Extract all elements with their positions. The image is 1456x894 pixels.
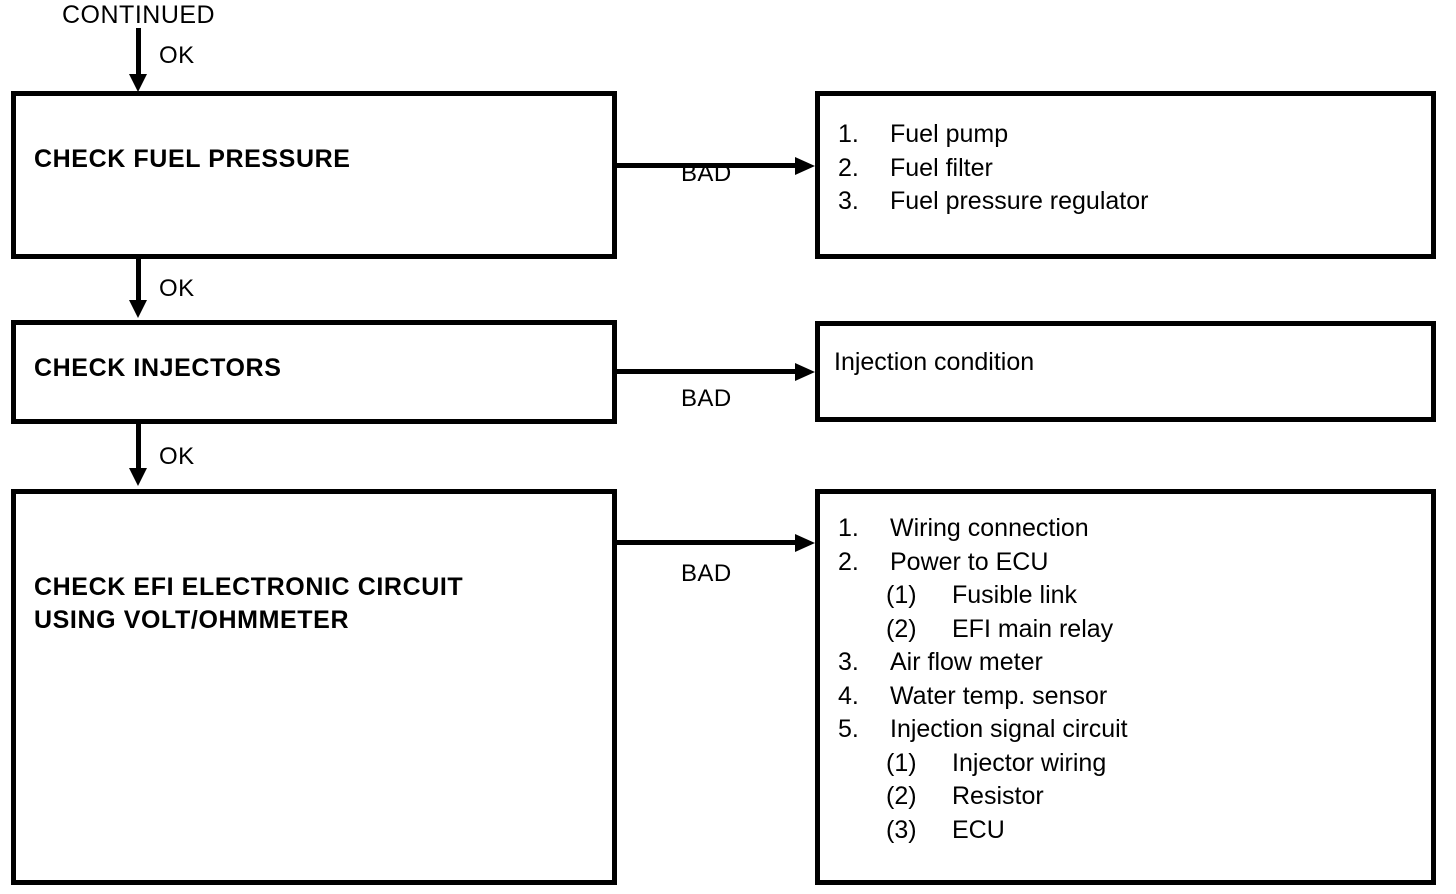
- step-box-check-efi-electronic-circuit[interactable]: CHECK EFI ELECTRONIC CIRCUIT USING VOLT/…: [11, 489, 617, 885]
- list-item-text: Fuel pressure regulator: [890, 187, 1149, 215]
- list-item-marker: (1): [886, 748, 917, 777]
- list-item: Injection condition: [834, 346, 1034, 380]
- bad-label-1: BAD: [681, 160, 732, 187]
- continued-label: CONTINUED: [62, 1, 216, 29]
- step-heading-check-efi-electronic-circuit: CHECK EFI ELECTRONIC CIRCUIT USING VOLT/…: [34, 573, 464, 634]
- ok-arrowhead-icon-1: [129, 300, 147, 318]
- list-item-text: EFI main relay: [952, 614, 1114, 643]
- entry-ok-label: OK: [159, 42, 195, 69]
- list-item-marker: 3.: [838, 187, 859, 215]
- ok-label-2: OK: [159, 443, 195, 470]
- list-item: 5. Injection signal circuit: [838, 713, 1128, 747]
- list-item-text: Injection signal circuit: [890, 715, 1128, 743]
- list-item-marker: (1): [886, 581, 917, 609]
- bad-arrowhead-icon-3: [795, 534, 815, 552]
- bad-label-3: BAD: [681, 560, 732, 587]
- list-item-marker: 1.: [838, 120, 859, 148]
- list-item: 3. Air flow meter: [838, 646, 1128, 680]
- step-box-check-fuel-pressure[interactable]: CHECK FUEL PRESSURE: [11, 91, 617, 259]
- entry-arrowhead-icon: [129, 74, 147, 92]
- ok-label-1: OK: [159, 275, 195, 302]
- bad-arrowhead-icon-2: [795, 363, 815, 381]
- step-heading-check-injectors: CHECK INJECTORS: [34, 354, 282, 382]
- list-item: 2. Fuel filter: [838, 152, 1148, 186]
- list-item: 1. Wiring connection: [838, 512, 1128, 546]
- list-item: (1) Fusible link: [838, 579, 1128, 613]
- list-item-text: Power to ECU: [890, 547, 1049, 576]
- list-item-text: Fuel pump: [890, 120, 1009, 148]
- result-box-injector-causes[interactable]: Injection condition: [815, 321, 1436, 422]
- list-item-marker: (3): [886, 815, 917, 844]
- list-item-marker: 2.: [838, 153, 859, 182]
- list-item-marker: 5.: [838, 715, 859, 743]
- bad-connector-line-1: [617, 163, 799, 168]
- list-item-text: Air flow meter: [890, 648, 1043, 676]
- list-item-marker: 3.: [838, 648, 859, 676]
- list-item-text: Fusible link: [952, 581, 1078, 609]
- entry-connector-line: [136, 28, 141, 78]
- list-item-text: Fuel filter: [890, 153, 993, 182]
- result-list-fuel-pressure-causes: 1. Fuel pump 2. Fuel filter 3. Fuel pres…: [838, 118, 1148, 219]
- list-item: (3) ECU: [838, 814, 1128, 848]
- list-item-marker: (2): [886, 782, 917, 810]
- list-item: (2) Resistor: [838, 780, 1128, 814]
- result-list-injector-causes: Injection condition: [834, 346, 1034, 380]
- list-item-text: Injector wiring: [952, 748, 1107, 777]
- step-box-check-injectors[interactable]: CHECK INJECTORS: [11, 320, 617, 424]
- ok-connector-line-2: [136, 424, 141, 471]
- list-item: (1) Injector wiring: [838, 747, 1128, 781]
- bad-arrowhead-icon-1: [795, 157, 815, 175]
- list-item: 1. Fuel pump: [838, 118, 1148, 152]
- list-item-marker: 1.: [838, 514, 859, 542]
- list-item-marker: 4.: [838, 681, 859, 710]
- result-list-efi-circuit-causes: 1. Wiring connection 2. Power to ECU (1)…: [838, 512, 1128, 847]
- list-item: (2) EFI main relay: [838, 613, 1128, 647]
- result-box-fuel-pressure-causes[interactable]: 1. Fuel pump 2. Fuel filter 3. Fuel pres…: [815, 91, 1436, 259]
- list-item-text: Resistor: [952, 782, 1044, 810]
- ok-connector-line-1: [136, 259, 141, 304]
- list-item: 3. Fuel pressure regulator: [838, 185, 1148, 219]
- list-item-marker: (2): [886, 614, 917, 643]
- list-item: 4. Water temp. sensor: [838, 680, 1128, 714]
- list-item-marker: 2.: [838, 547, 859, 576]
- bad-connector-line-3: [617, 540, 799, 545]
- bad-connector-line-2: [617, 369, 799, 374]
- list-item-text: Injection condition: [834, 348, 1035, 376]
- list-item: 2. Power to ECU: [838, 546, 1128, 580]
- list-item-text: Wiring connection: [890, 514, 1089, 542]
- result-box-efi-circuit-causes[interactable]: 1. Wiring connection 2. Power to ECU (1)…: [815, 489, 1436, 885]
- ok-arrowhead-icon-2: [129, 468, 147, 486]
- list-item-text: Water temp. sensor: [890, 681, 1108, 710]
- list-item-text: ECU: [952, 815, 1005, 844]
- step-heading-check-fuel-pressure: CHECK FUEL PRESSURE: [34, 145, 351, 173]
- bad-label-2: BAD: [681, 385, 732, 412]
